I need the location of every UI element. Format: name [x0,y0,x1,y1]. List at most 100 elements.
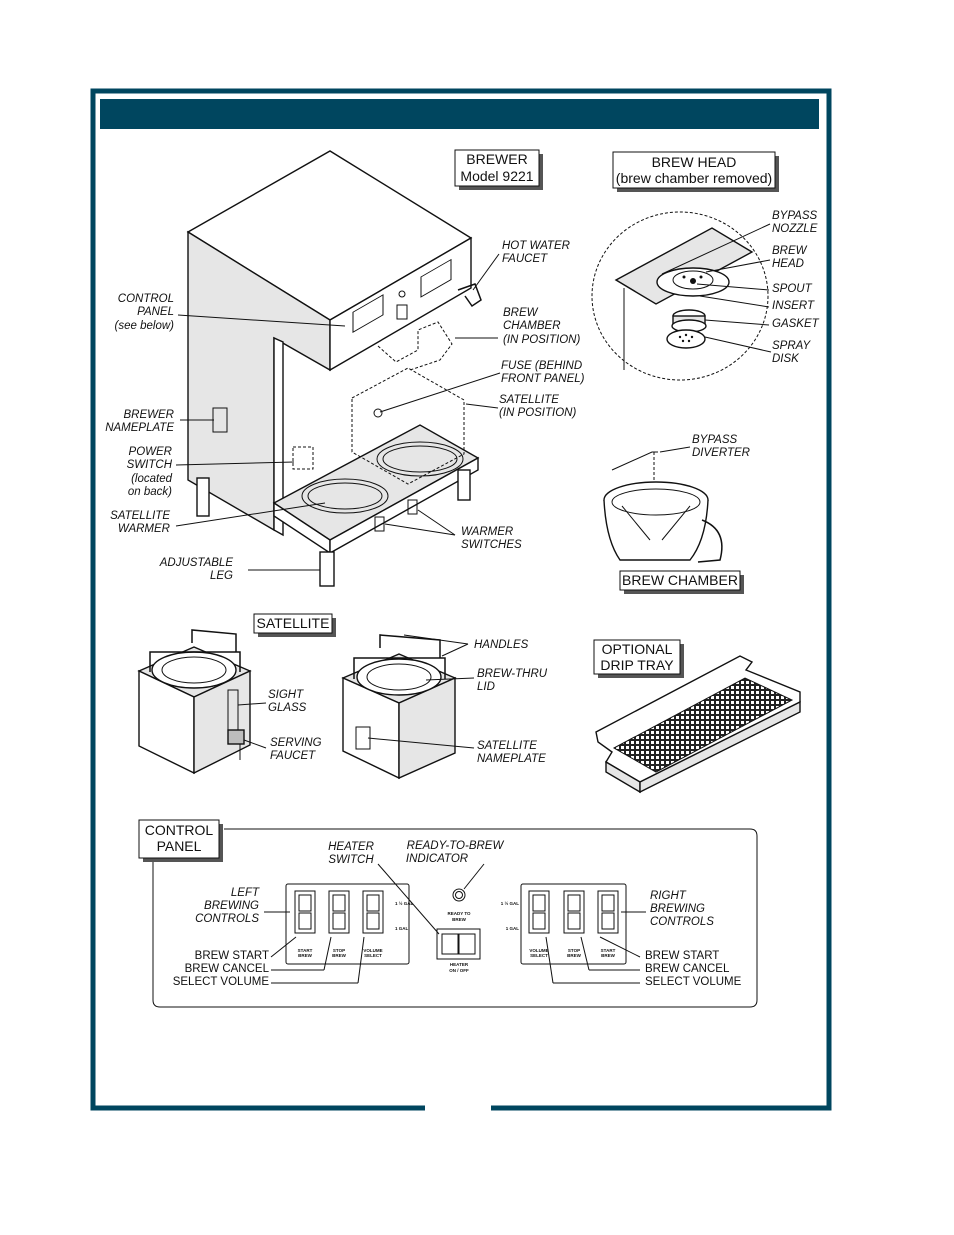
left-half-gal-text: 1 ½ GAL [395,900,414,906]
heater-switch[interactable] [436,928,481,960]
control-panel-label-2: PANEL [137,306,174,318]
brew-thru-lid-label-1: BREW-THRU [477,668,548,680]
bypass-diverter-label-1: BYPASS [692,434,737,446]
ready-to-brew-label-1: READY-TO-BREW [407,840,505,852]
power-switch-label-1: POWER [129,446,172,458]
control-panel-frame: CONTROL PANEL [138,819,758,1008]
satellite-nameplate-label-1: SATELLITE [477,740,537,752]
brew-chamber-position-label-2: CHAMBER [503,320,561,332]
brewer-illustration [186,150,482,587]
right-select-volume-label: SELECT VOLUME [645,976,742,988]
right-controls-label-2: BREWING [650,903,705,915]
left-brewing-controls: 1 ½ GAL 1 GAL START BREW STOP BREW VOLUM… [285,883,414,965]
brew-head-subtitle: (brew chamber removed) [616,170,772,186]
right-controls-label-1: RIGHT [650,890,687,902]
right-start-text-1: START [601,948,616,953]
bypass-diverter-label-2: DIVERTER [692,447,750,459]
left-stop-text-2: BREW [332,953,347,958]
right-controls-label-3: CONTROLS [650,916,714,928]
power-switch-label-2: SWITCH [127,459,173,471]
satellite-labels: HANDLES BREW-THRU LID SIGHT GLASS SERVIN… [268,639,548,765]
left-start-brew-button[interactable] [294,890,316,934]
brewer-title: BREWER [466,151,527,167]
left-stop-text-1: STOP [333,948,345,953]
ready-text-2: BREW [452,917,467,922]
brew-head-title: BREW HEAD [652,154,737,170]
brew-chamber-position-label-3: (IN POSITION) [503,334,580,346]
fuse-label-2: FRONT PANEL) [501,373,585,385]
brew-chamber-position-label-1: BREW [503,307,539,319]
satellite-left-illustration [137,629,252,775]
drip-tray-illustration [595,655,801,794]
brew-head-title-box: BREW HEAD (brew chamber removed) [612,151,779,192]
sight-glass-label-2: GLASS [268,702,307,714]
right-volume-text-1: VOLUME [529,948,548,953]
brew-chamber-illustration [603,451,723,563]
right-half-gal-text: 1 ½ GAL [501,900,520,906]
warmer-switches-label-1: WARMER [461,526,513,538]
right-start-text-2: BREW [601,953,616,958]
satellite-position-label-1: SATELLITE [499,394,559,406]
handles-label: HANDLES [474,639,529,651]
brew-head-illustration [591,211,769,381]
brewer-title-box: BREWER Model 9221 [454,149,543,190]
satellite-warmer-label-2: WARMER [118,523,170,535]
right-stop-text-1: STOP [568,948,580,953]
left-controls-label-3: CONTROLS [195,913,259,925]
bypass-diverter-leader [659,446,691,453]
page-frame [90,88,832,1113]
spray-disk-label-1: SPRAY [772,340,811,352]
bypass-nozzle-label-1: BYPASS [772,210,817,222]
center-controls: READY TO BREW HEATER ON / OFF [436,888,481,973]
brewer-model: Model 9221 [460,168,533,184]
heater-text-1: HEATER [450,962,469,967]
brew-head-labels: BYPASS NOZZLE BREW HEAD SPOUT INSERT GAS… [772,210,820,365]
left-volume-select-button[interactable] [362,890,384,934]
left-volume-text-1: VOLUME [363,948,382,953]
ready-indicator-light [452,888,466,902]
right-brew-cancel-label: BREW CANCEL [645,963,730,975]
right-volume-text-2: SELECT [530,953,548,958]
right-stop-text-2: BREW [567,953,582,958]
control-panel-title-1: CONTROL [145,822,214,838]
power-switch-label-4: on back) [128,486,172,498]
heater-switch-label-1: HEATER [328,841,374,853]
drip-tray-title-box: OPTIONAL DRIP TRAY [593,639,684,678]
brew-head-leaders [661,223,772,353]
left-select-volume-label: SELECT VOLUME [173,976,270,988]
left-stop-brew-button[interactable] [328,890,350,934]
left-start-text-2: BREW [298,953,313,958]
ready-text-1: READY TO [447,911,471,916]
control-panel-label-3: (see below) [115,320,175,332]
right-one-gal-text: 1 GAL [506,926,520,931]
brew-chamber-title: BREW CHAMBER [622,572,738,588]
serving-faucet-label-1: SERVING [270,737,322,749]
drip-tray-title-2: DRIP TRAY [600,657,674,673]
adjustable-leg-label-2: LEG [210,570,233,582]
satellite-leaders [237,634,475,749]
brew-thru-lid-label-2: LID [477,681,495,693]
satellite-nameplate-label-2: NAMEPLATE [477,753,546,765]
brew-head-part-label-2: HEAD [772,258,804,270]
heater-switch-label-2: SWITCH [328,854,374,866]
right-brew-start-label: BREW START [645,950,719,962]
brew-chamber-title-box: BREW CHAMBER [619,570,744,594]
left-brew-cancel-label: BREW CANCEL [185,963,270,975]
satellite-title: SATELLITE [257,615,330,631]
satellite-title-box: SATELLITE [253,613,336,637]
control-panel-label-1: CONTROL [118,293,174,305]
right-stop-brew-button[interactable] [563,890,585,934]
spout-label: SPOUT [772,283,813,295]
heater-text-2: ON / OFF [449,968,469,973]
spray-disk-label-2: DISK [772,353,800,365]
left-start-text-1: START [298,948,313,953]
control-panel-labels: HEATER SWITCH READY-TO-BREW INDICATOR LE… [173,840,742,988]
sight-glass-label-1: SIGHT [268,689,304,701]
adjustable-leg-label-1: ADJUSTABLE [159,557,234,569]
brewer-nameplate-label-2: NAMEPLATE [105,422,174,434]
right-start-brew-button[interactable] [597,890,619,934]
insert-label: INSERT [772,300,815,312]
satellite-position-label-2: (IN POSITION) [499,407,576,419]
satellite-warmer-label-1: SATELLITE [110,510,170,522]
right-volume-select-button[interactable] [528,890,550,934]
